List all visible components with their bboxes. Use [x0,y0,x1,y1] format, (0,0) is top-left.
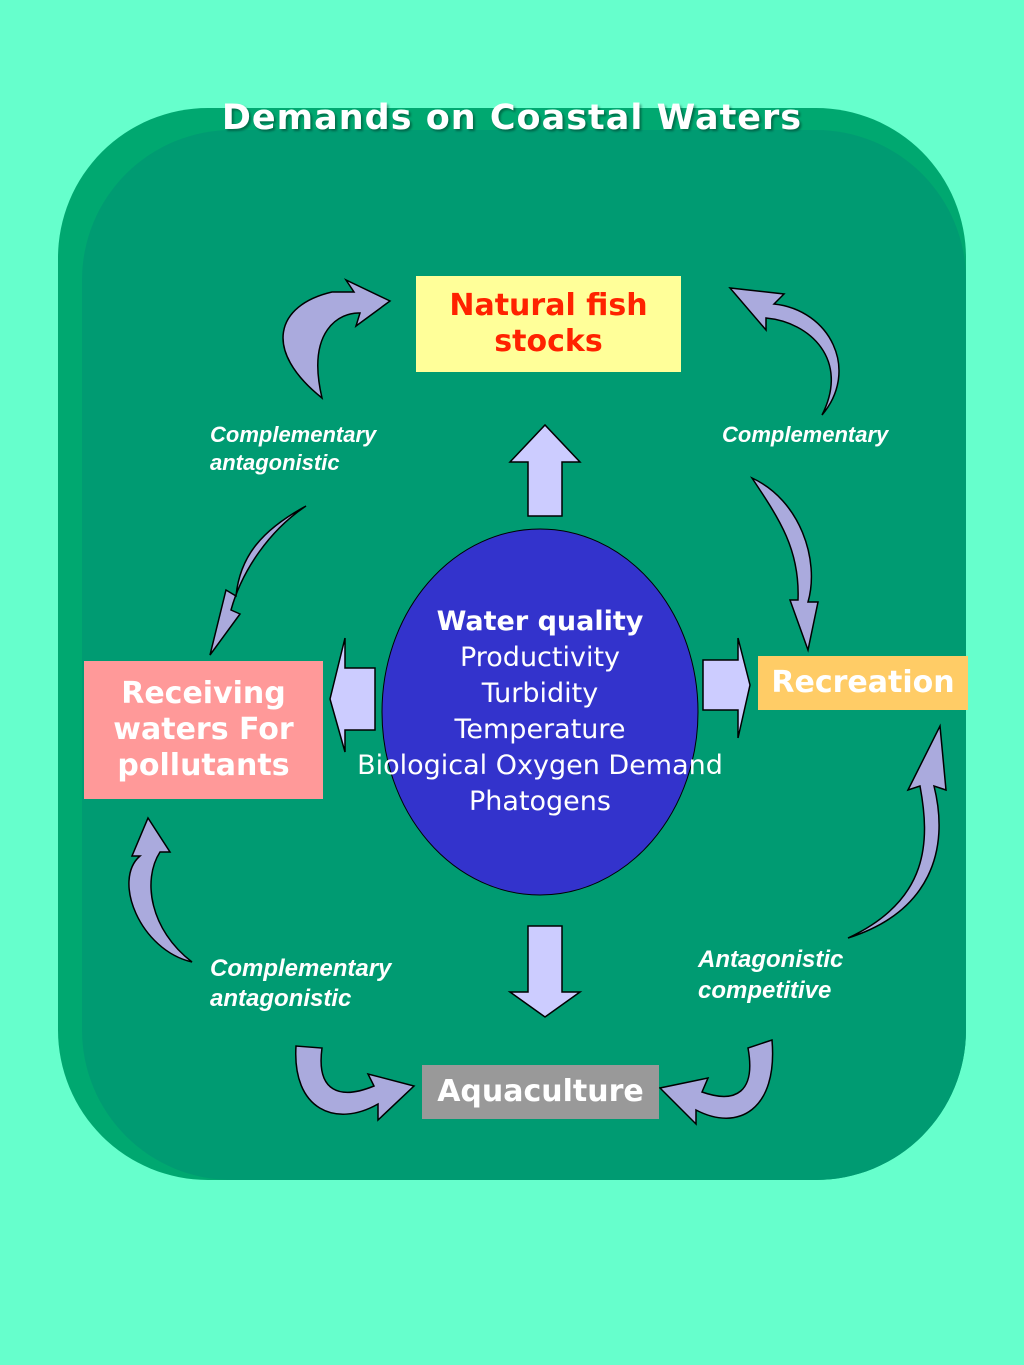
water-quality-text: Water quality Productivity Turbidity Tem… [340,604,740,820]
relation-label: competitive [698,977,832,1004]
curved-arrow-left-mid-icon [209,505,307,656]
water-quality-item: Productivity [459,642,621,673]
node-recreation: Recreation [758,656,968,710]
arrow-left-to-receiving [329,637,376,753]
curved-arrow-top-left-icon [282,278,392,400]
node-natural-fish-stocks: Natural fish stocks [416,276,681,372]
curved-arrow-aquaculture-left-icon [295,1045,416,1122]
curved-arrow-bottom-left-icon [128,816,193,963]
curved-arrow-top-right-icon [728,287,840,416]
relation-top-left: Complementary antagonistic [210,421,376,477]
arrow-right-to-recreation [702,637,751,739]
diagram-title: Demands on Coastal Waters [221,98,803,138]
relation-label: Complementary [722,422,889,447]
relation-label: Complementary [210,955,392,982]
water-quality-item: Turbidity [481,678,599,709]
relation-top-right: Complementary [722,421,888,449]
water-quality-item: Temperature [454,714,626,745]
arrow-down-to-aquaculture [507,925,583,1018]
relation-label: antagonistic [210,985,352,1012]
relation-bottom-left: Complementary antagonistic [210,954,391,1014]
relation-label: antagonistic [210,450,340,475]
curved-arrow-right-mid-icon [749,476,819,653]
curved-arrow-bottom-right-icon [847,723,947,939]
arrow-up-to-fish [508,423,582,517]
node-aquaculture: Aquaculture [422,1065,659,1119]
relation-bottom-right: Antagonistic competitive [698,944,843,1006]
water-quality-heading: Water quality [436,606,644,637]
node-receiving-waters: Receiving waters For pollutants [84,661,323,799]
curved-arrow-aquaculture-right-icon [658,1038,774,1126]
relation-label: Complementary [210,422,377,447]
relation-label: Antagonistic [698,946,844,973]
water-quality-item: Biological Oxygen Demand [357,750,723,781]
water-quality-item: Phatogens [469,786,611,817]
water-quality-ellipse [381,528,699,896]
